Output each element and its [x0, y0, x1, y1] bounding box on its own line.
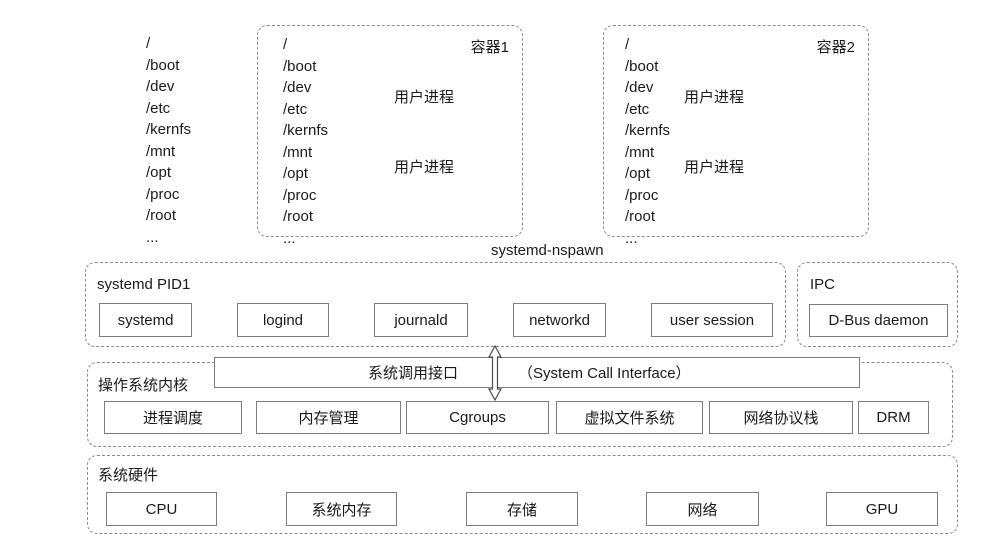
- container-path: /opt: [283, 165, 309, 182]
- host-path: /dev: [146, 78, 175, 95]
- host-path: /root: [146, 207, 177, 224]
- syscall-interface-en: （System Call Interface）: [518, 365, 691, 382]
- user-process-label: 用户进程: [684, 89, 745, 106]
- box-cgroups: Cgroups: [406, 401, 549, 434]
- box-network-stack: 网络协议栈: [709, 401, 853, 434]
- box-drm: DRM: [858, 401, 929, 434]
- container-path: /root: [625, 208, 656, 225]
- box-network: 网络: [646, 492, 759, 526]
- host-path: /mnt: [146, 142, 176, 160]
- container-2-box: 容器2 / /boot /dev /etc /kernfs /mnt /opt …: [603, 25, 869, 247]
- systemd-pid1-title: systemd PID1: [97, 276, 191, 293]
- container-path: /root: [283, 208, 314, 225]
- user-process-label: 用户进程: [684, 159, 745, 176]
- container-path: /dev: [625, 79, 654, 96]
- syscall-interface-bar: 系统调用接口 （System Call Interface）: [214, 357, 860, 388]
- box-systemd: systemd: [99, 303, 192, 337]
- container-1-box: 容器1 / /boot /dev /etc /kernfs /mnt /opt …: [257, 25, 523, 247]
- hardware-title: 系统硬件: [98, 467, 159, 484]
- container-path: /boot: [625, 57, 659, 75]
- host-path: /kernfs: [146, 121, 192, 138]
- container-path: /kernfs: [625, 122, 671, 139]
- host-path: /: [146, 35, 151, 52]
- box-logind: logind: [237, 303, 329, 337]
- container-path: /mnt: [283, 143, 313, 161]
- ipc-title: IPC: [810, 276, 836, 293]
- user-process-label: 用户进程: [394, 89, 455, 106]
- container-1-label: 容器1: [470, 39, 509, 56]
- box-user-session: user session: [651, 303, 773, 337]
- container-path: /kernfs: [283, 122, 329, 139]
- host-path: ...: [146, 228, 159, 246]
- box-memory-management: 内存管理: [256, 401, 401, 434]
- container-path: /mnt: [625, 143, 655, 161]
- container-2-label: 容器2: [816, 39, 855, 56]
- container-2-paths: / /boot /dev /etc /kernfs /mnt /opt /pro…: [625, 34, 670, 249]
- syscall-interface-cn: 系统调用接口: [368, 365, 459, 382]
- hardware-box: 系统硬件 CPU 系统内存 存储 网络 GPU: [87, 455, 958, 534]
- box-journald: journald: [374, 303, 468, 337]
- box-process-scheduling: 进程调度: [104, 401, 242, 434]
- box-dbus-daemon: D-Bus daemon: [809, 304, 948, 337]
- host-filesystem-paths: / /boot /dev /etc /kernfs /mnt /opt /pro…: [146, 33, 191, 248]
- box-system-memory: 系统内存: [286, 492, 397, 526]
- container-path: /: [625, 36, 630, 53]
- container-path: /dev: [283, 79, 312, 96]
- container-1-paths: / /boot /dev /etc /kernfs /mnt /opt /pro…: [283, 34, 328, 249]
- systemd-nspawn-label: systemd-nspawn: [491, 242, 604, 259]
- syscall-double-arrow-icon: [487, 345, 503, 401]
- box-gpu: GPU: [826, 492, 938, 526]
- container-path: /etc: [283, 100, 308, 118]
- host-path: /opt: [146, 164, 172, 181]
- container-path: /proc: [283, 186, 317, 204]
- container-path: /etc: [625, 100, 650, 118]
- host-path: /etc: [146, 99, 171, 117]
- box-virtual-filesystem: 虚拟文件系统: [556, 401, 703, 434]
- container-path: /boot: [283, 57, 317, 75]
- kernel-title: 操作系统内核: [98, 377, 189, 394]
- container-path: /opt: [625, 165, 651, 182]
- container-path: ...: [625, 229, 638, 247]
- box-storage: 存储: [466, 492, 578, 526]
- container-path: ...: [283, 229, 296, 247]
- host-path: /proc: [146, 185, 180, 203]
- box-cpu: CPU: [106, 492, 217, 526]
- kernel-box: 操作系统内核 系统调用接口 （System Call Interface） 进程…: [87, 357, 953, 447]
- box-networkd: networkd: [513, 303, 606, 337]
- host-path: /boot: [146, 56, 180, 74]
- user-process-label: 用户进程: [394, 159, 455, 176]
- container-path: /proc: [625, 186, 659, 204]
- systemd-pid1-box: systemd PID1 systemd logind journald net…: [85, 262, 786, 347]
- ipc-box: IPC D-Bus daemon: [797, 262, 958, 347]
- container-path: /: [283, 36, 288, 53]
